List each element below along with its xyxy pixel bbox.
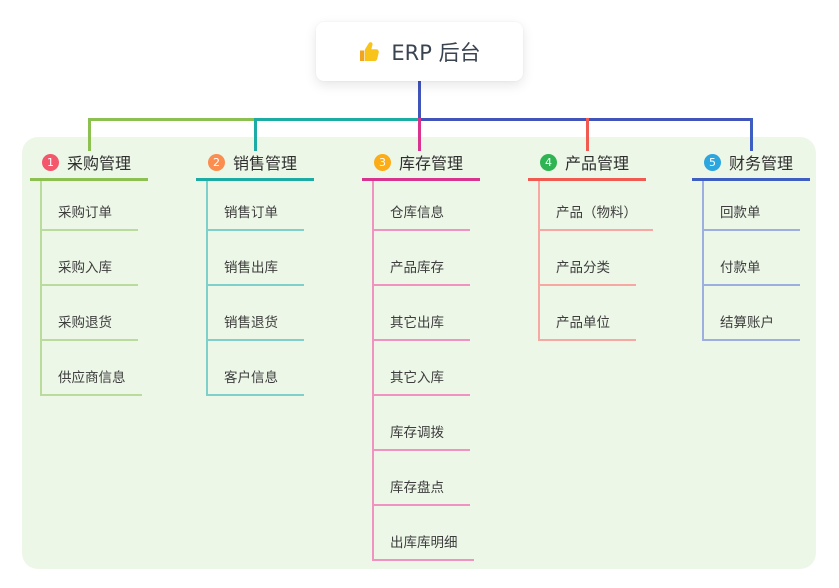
child-node-label: 库存盘点 — [390, 480, 444, 496]
connector-line — [88, 118, 91, 151]
branch-underline — [362, 178, 480, 181]
branch-label: 库存管理 — [399, 154, 464, 173]
branch-underline — [196, 178, 314, 181]
child-node-label: 产品（物料） — [556, 205, 637, 221]
child-node[interactable]: 库存盘点 — [374, 451, 470, 506]
child-node-label: 客户信息 — [224, 370, 278, 386]
child-node[interactable]: 其它入库 — [374, 341, 470, 396]
child-node[interactable]: 采购入库 — [42, 231, 138, 286]
child-node[interactable]: 产品分类 — [540, 231, 636, 286]
branch-number-badge: 3 — [374, 153, 391, 171]
child-node[interactable]: 产品（物料） — [540, 181, 653, 231]
branch-underline — [30, 178, 148, 181]
root-node-label: ERP 后台 — [391, 40, 481, 65]
branch-number-badge: 2 — [208, 153, 225, 171]
child-node[interactable]: 仓库信息 — [374, 181, 470, 231]
child-node[interactable]: 供应商信息 — [42, 341, 142, 396]
branch-underline — [692, 178, 810, 181]
branch-children: 产品（物料） 产品分类产品单位 — [538, 181, 653, 341]
child-node[interactable]: 采购订单 — [42, 181, 138, 231]
connector-line — [418, 118, 421, 151]
branch-label: 采购管理 — [67, 154, 132, 173]
branch: 1 采购管理采购订单采购入库采购退货供应商信息 — [30, 146, 148, 396]
child-node[interactable]: 回款单 — [704, 181, 800, 231]
child-node[interactable]: 其它出库 — [374, 286, 470, 341]
connector-line — [750, 118, 753, 151]
branch-node[interactable]: 4 产品管理 — [528, 146, 646, 178]
child-node[interactable]: 销售退货 — [208, 286, 304, 341]
child-node-label: 销售退货 — [224, 315, 278, 331]
child-node-label: 供应商信息 — [58, 370, 126, 386]
branch-children: 采购订单采购入库采购退货供应商信息 — [40, 181, 142, 396]
child-node[interactable]: 销售订单 — [208, 181, 304, 231]
child-node[interactable]: 客户信息 — [208, 341, 304, 396]
child-node-label: 出库库明细 — [390, 535, 458, 551]
connector-line — [254, 118, 421, 121]
branch: 4 产品管理产品（物料） 产品分类产品单位 — [528, 146, 653, 341]
branch-underline — [528, 178, 646, 181]
child-node[interactable]: 库存调拨 — [374, 396, 470, 451]
branch-label: 产品管理 — [565, 154, 630, 173]
connector-line — [586, 118, 589, 151]
branch-label: 销售管理 — [233, 154, 298, 173]
connector-line — [88, 118, 256, 121]
branch-node[interactable]: 2 销售管理 — [196, 146, 314, 178]
branch-label: 财务管理 — [729, 154, 794, 173]
child-node-label: 产品单位 — [556, 315, 610, 331]
child-node-label: 仓库信息 — [390, 205, 444, 221]
child-node-label: 付款单 — [720, 260, 761, 276]
child-node-label: 采购退货 — [58, 315, 112, 331]
child-node-label: 销售订单 — [224, 205, 278, 221]
child-node-label: 产品分类 — [556, 260, 610, 276]
child-node[interactable]: 结算账户 — [704, 286, 800, 341]
branch-node[interactable]: 1 采购管理 — [30, 146, 148, 178]
branch: 3 库存管理仓库信息产品库存其它出库其它入库库存调拨库存盘点出库库明细 — [362, 146, 480, 561]
child-node[interactable]: 产品单位 — [540, 286, 636, 341]
branch: 5 财务管理回款单付款单结算账户 — [692, 146, 810, 341]
connector-line — [418, 118, 752, 121]
branch-node[interactable]: 5 财务管理 — [692, 146, 810, 178]
branch-number-badge: 5 — [704, 153, 721, 171]
branch: 2 销售管理销售订单销售出库销售退货客户信息 — [196, 146, 314, 396]
child-node[interactable]: 销售出库 — [208, 231, 304, 286]
branch-node[interactable]: 3 库存管理 — [362, 146, 480, 178]
connector-line — [418, 81, 421, 121]
child-node-label: 采购订单 — [58, 205, 112, 221]
child-node-label: 其它出库 — [390, 315, 444, 331]
branch-children: 仓库信息产品库存其它出库其它入库库存调拨库存盘点出库库明细 — [372, 181, 474, 561]
branch-children: 回款单付款单结算账户 — [702, 181, 800, 341]
child-node-label: 产品库存 — [390, 260, 444, 276]
child-node[interactable]: 采购退货 — [42, 286, 138, 341]
child-node[interactable]: 出库库明细 — [374, 506, 474, 561]
connector-line — [254, 118, 257, 151]
branch-number-badge: 1 — [42, 153, 59, 171]
branch-number-badge: 4 — [540, 153, 557, 171]
thumbs-up-icon — [358, 40, 382, 64]
child-node-label: 回款单 — [720, 205, 761, 221]
child-node[interactable]: 付款单 — [704, 231, 800, 286]
branch-children: 销售订单销售出库销售退货客户信息 — [206, 181, 304, 396]
branches-panel — [22, 137, 816, 569]
child-node-label: 销售出库 — [224, 260, 278, 276]
child-node[interactable]: 产品库存 — [374, 231, 470, 286]
child-node-label: 库存调拨 — [390, 425, 444, 441]
child-node-label: 采购入库 — [58, 260, 112, 276]
child-node-label: 其它入库 — [390, 370, 444, 386]
child-node-label: 结算账户 — [720, 315, 774, 331]
root-node[interactable]: ERP 后台 — [316, 22, 523, 81]
